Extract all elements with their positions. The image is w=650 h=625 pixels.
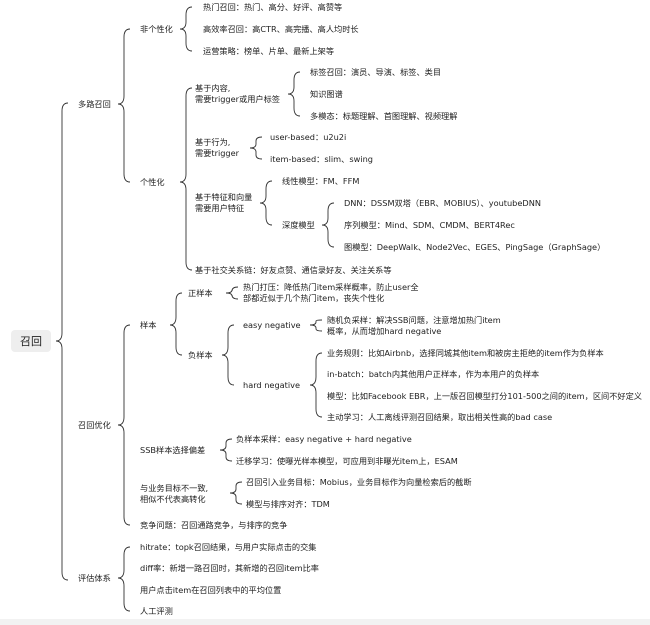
node-transfer-learning[interactable]: 迁移学习：使曝光样本模型，可应用到非曝光item上，ESAM — [236, 456, 458, 466]
node-compete[interactable]: 竞争问题：召回通路竞争，与排序的竞争 — [140, 520, 287, 530]
node-deep-model[interactable]: 深度模型 — [282, 220, 315, 230]
node-manual-eval[interactable]: 人工评测 — [140, 606, 173, 616]
node-feature-based[interactable]: 基于特征和向量需要用户特征 — [195, 192, 252, 213]
node-content-based[interactable]: 基于内容,需要trigger或用户标签 — [195, 83, 280, 104]
node-knowledge-graph[interactable]: 知识图谱 — [310, 89, 343, 99]
branch-evaluation[interactable]: 评估体系 — [78, 573, 111, 583]
node-business-goal[interactable]: 召回引入业务目标：Mobius，业务目标作为向量检索后的截断 — [246, 477, 472, 487]
bracket-hard — [309, 352, 323, 418]
node-positive[interactable]: 正样本 — [188, 288, 213, 298]
node-operation[interactable]: 运营策略：榜单、片单、最新上架等 — [203, 46, 334, 56]
node-model-negative[interactable]: 模型：比如Facebook EBR，上一版召回模型打分101-500之间的ite… — [327, 391, 642, 401]
branch-multi-recall[interactable]: 多路召回 — [78, 99, 111, 109]
node-hitrate[interactable]: hitrate：topk召回结果，与用户实际点击的交集 — [140, 542, 316, 552]
node-efficiency-recall[interactable]: 高效率召回：高CTR、高完播、高人均时长 — [203, 24, 359, 34]
node-sequence-model[interactable]: 序列模型：Mind、SDM、CMDM、BERT4Rec — [344, 220, 515, 230]
bracket-positive — [225, 286, 239, 300]
node-active-learning[interactable]: 主动学习：人工离线评测召回结果，取出相关性高的bad case — [327, 412, 552, 422]
bracket-personal — [179, 87, 193, 271]
node-in-batch[interactable]: in-batch：batch内其他用户正样本，作为本用户的负样本 — [327, 369, 539, 379]
bracket-content — [287, 71, 301, 117]
node-multimodal[interactable]: 多模态：标题理解、首图理解、视频理解 — [310, 111, 457, 121]
node-non-personal[interactable]: 非个性化 — [140, 24, 173, 34]
node-avg-position[interactable]: 用户点击item在召回列表中的平均位置 — [140, 585, 281, 595]
node-personal[interactable]: 个性化 — [140, 177, 165, 187]
node-item-based[interactable]: item-based：slim、swing — [270, 154, 373, 164]
branch-optimize[interactable]: 召回优化 — [78, 420, 111, 430]
bracket-samples — [169, 292, 183, 356]
root-node[interactable]: 召回 — [20, 335, 42, 348]
node-graph-model[interactable]: 图模型：DeepWalk、Node2Vec、EGES、PingSage（Grap… — [344, 242, 605, 252]
bracket-feature — [259, 180, 273, 226]
bracket-deep — [321, 202, 335, 248]
node-negative-sampling[interactable]: 负样本采样：easy negative + hard negative — [236, 434, 412, 444]
bracket-multi-recall — [117, 28, 131, 183]
node-easy-negative[interactable]: easy negative — [243, 320, 301, 330]
node-user-based[interactable]: user-based：u2u2i — [270, 132, 346, 142]
node-ssb[interactable]: SSB样本选择偏差 — [140, 445, 205, 455]
bracket-easy — [309, 319, 323, 332]
node-diff-rate[interactable]: diff率：新增一路召回时，其新增的召回item比率 — [140, 563, 319, 573]
node-behavior-based[interactable]: 基于行为,需要trigger — [195, 137, 240, 158]
node-tag-recall[interactable]: 标签召回：演员、导演、标签、类目 — [310, 67, 441, 77]
node-hot-recall[interactable]: 热门召回：热门、高分、好评、高赞等 — [203, 2, 342, 12]
node-hard-negative[interactable]: hard negative — [243, 380, 300, 390]
root-node-box — [11, 330, 51, 352]
bracket-goal — [229, 481, 243, 505]
bracket-ssb — [219, 438, 233, 462]
node-social[interactable]: 基于社交关系链：好友点赞、通信录好友、关注关系等 — [195, 265, 392, 275]
bracket-root — [55, 102, 69, 581]
bracket-optimize — [117, 324, 131, 526]
bracket-evaluation — [117, 546, 131, 612]
bracket-negative — [221, 324, 235, 386]
node-dnn[interactable]: DNN：DSSM双塔（EBR、MOBIUS）、youtubeDNN — [344, 198, 541, 208]
node-goal-mismatch[interactable]: 与业务目标不一致,相似不代表高转化 — [140, 483, 208, 504]
node-negative[interactable]: 负样本 — [188, 350, 213, 360]
bottom-strip — [0, 619, 650, 625]
node-linear-model[interactable]: 线性模型：FM、FFM — [282, 176, 359, 186]
node-hot-suppress[interactable]: 热门打压：降低热门item采样概率，防止user全部都近似于几个热门item，丧… — [243, 282, 419, 303]
bracket-behavior — [249, 136, 263, 160]
node-samples[interactable]: 样本 — [140, 320, 156, 330]
node-business-rule[interactable]: 业务规则：比如Airbnb，选择同城其他item和被房主拒绝的item作为负样本 — [327, 348, 604, 358]
bracket-non-personal — [179, 6, 193, 52]
node-tdm[interactable]: 模型与排序对齐：TDM — [246, 499, 330, 509]
